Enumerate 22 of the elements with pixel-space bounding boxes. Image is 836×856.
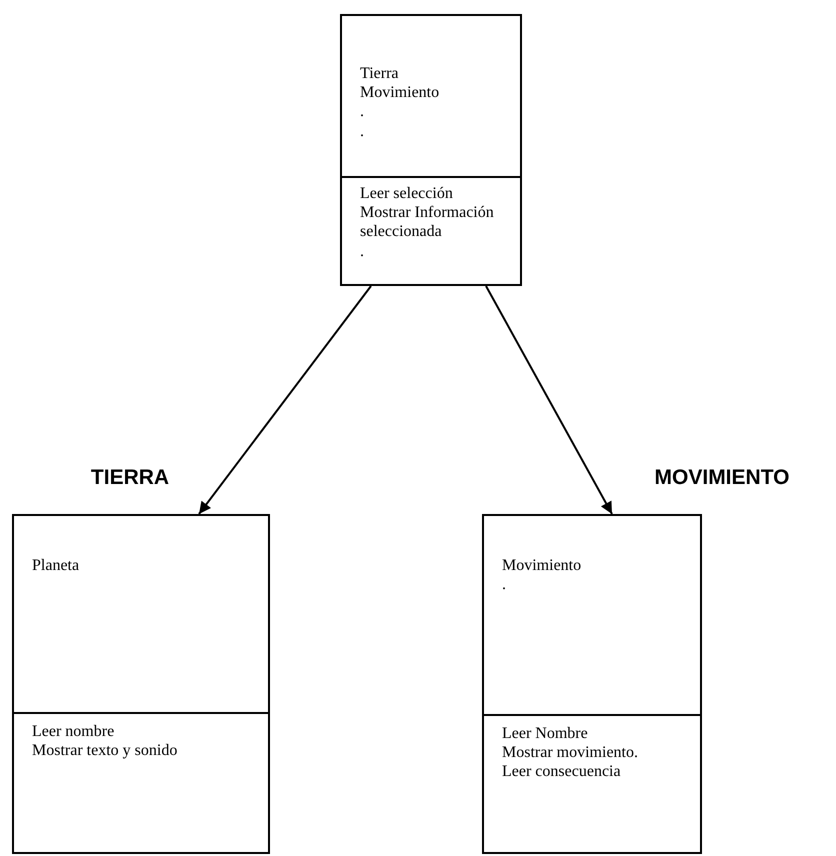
class-box [482, 514, 702, 854]
compartment-text: . [360, 102, 365, 122]
class-box [340, 14, 522, 286]
arrow [198, 285, 372, 515]
class-box [12, 514, 270, 854]
arrow [485, 286, 613, 514]
compartment-text: Movimiento [360, 83, 440, 102]
compartment-text: Leer selección [360, 184, 454, 204]
compartment-text: . [360, 242, 365, 261]
compartment-text: Planeta [32, 556, 80, 576]
compartment-text: . [360, 122, 365, 141]
compartment-text: Tierra [360, 64, 400, 84]
compartment-text: Leer nombre [32, 722, 116, 742]
compartment-text: Mostrar texto y sonido [32, 741, 178, 760]
compartment-text: Mostrar Información seleccionada [360, 203, 495, 242]
compartment-text: Mostrar movimiento. [502, 743, 639, 762]
compartment-text: Leer Nombre [502, 724, 589, 744]
class-label: MOVIMIENTO [654, 466, 790, 490]
compartment-text: Movimiento [502, 556, 582, 576]
compartment-text: . [502, 575, 507, 594]
class-label: TIERRA [90, 466, 170, 490]
compartment-text: Leer consecuencia [502, 762, 622, 782]
